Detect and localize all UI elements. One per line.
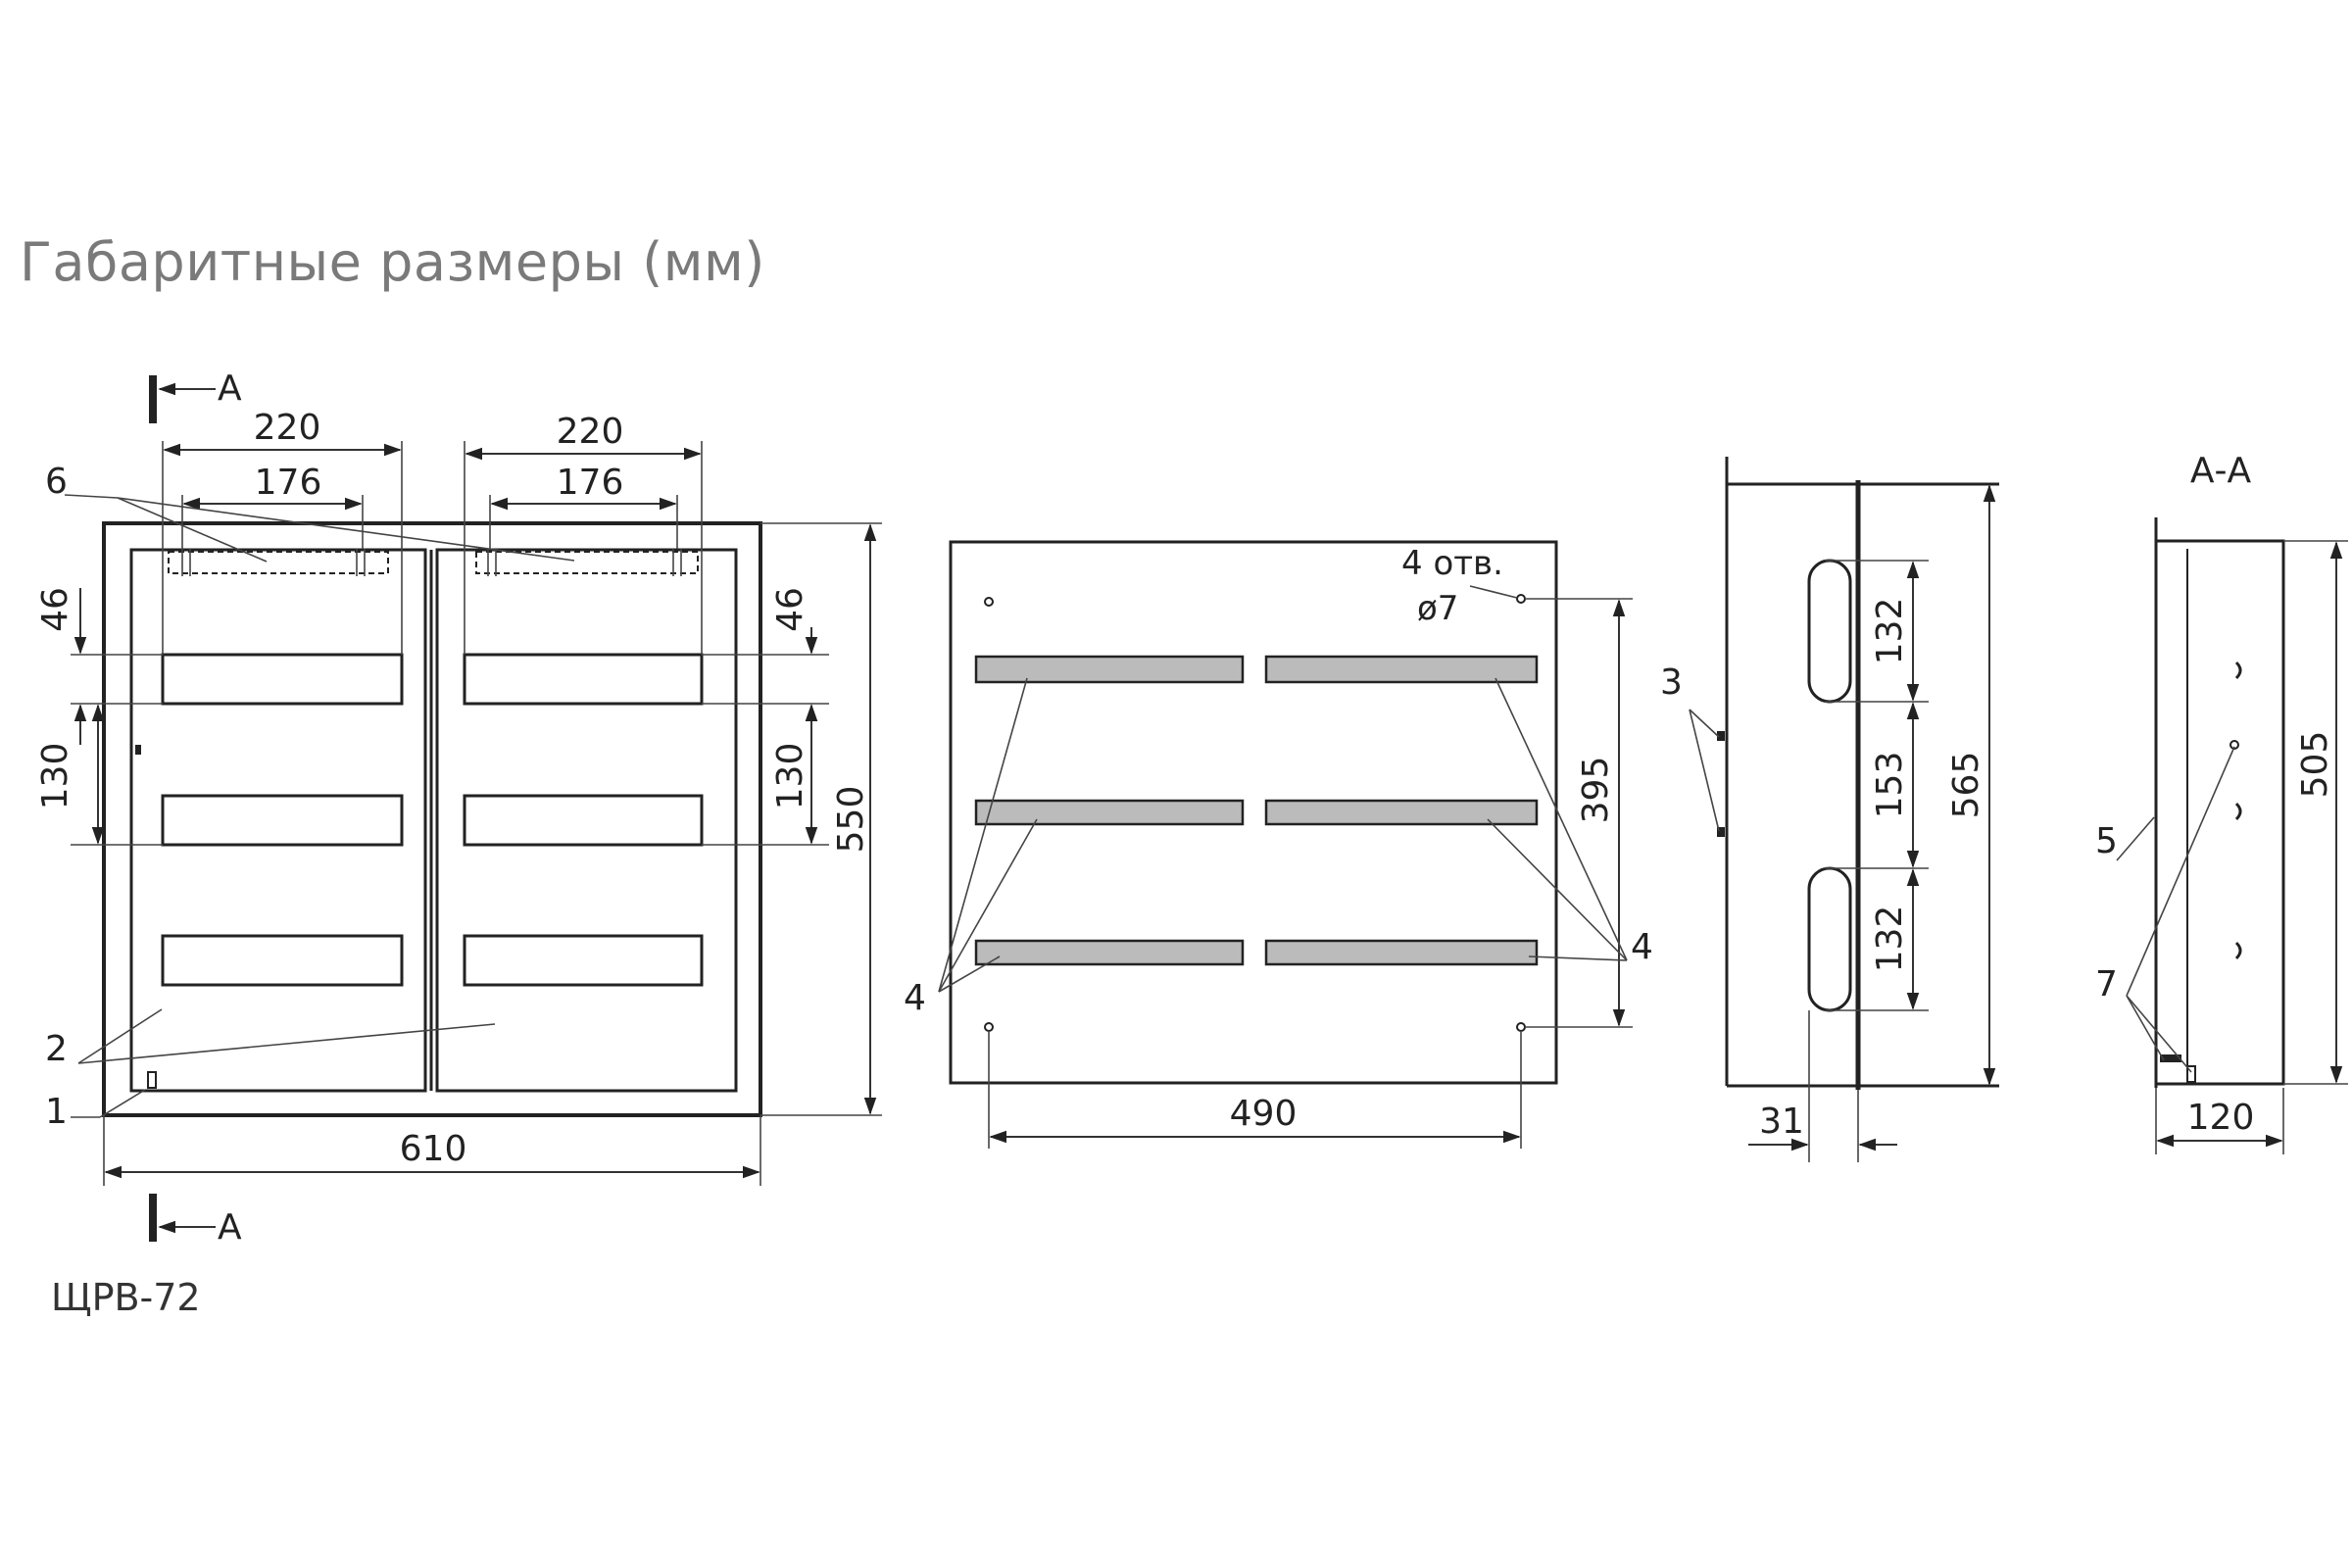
dim-section-depth: 120: [2187, 1098, 2255, 1138]
dim-row-pitch-left: 130: [35, 743, 75, 810]
section-body: [2154, 539, 2285, 1086]
slot-bottom: [1807, 866, 1852, 1012]
inner-panel-right: [435, 548, 738, 1093]
din-rail: [1264, 799, 1539, 826]
din-rail: [1264, 655, 1539, 684]
model-label: ЩРВ-72: [51, 1276, 201, 1319]
mount-hole: [984, 1022, 994, 1032]
mount-hole: [1516, 594, 1526, 604]
svg-text:6: 6: [45, 462, 68, 502]
hinge: [1717, 731, 1725, 741]
dim-mount-left: 176: [255, 463, 322, 503]
svg-text:4: 4: [904, 978, 926, 1018]
dim-section-height: 505: [2295, 731, 2335, 799]
dim-holes-pitch-h: 490: [1230, 1094, 1298, 1134]
din-rail: [974, 655, 1245, 684]
section-view: А-А 505 120 5 7: [2095, 451, 2348, 1154]
front-view: А А: [35, 368, 882, 1248]
dim-top-offset-right: 46: [770, 587, 810, 632]
dim-mount-right: 176: [557, 463, 624, 503]
dim-width: 610: [400, 1129, 467, 1169]
module-window: [161, 934, 404, 987]
section-letter-bottom: А: [218, 1207, 242, 1248]
svg-text:7: 7: [2095, 964, 2118, 1004]
dim-top-offset-left: 46: [35, 587, 75, 632]
callout-5: 5: [2095, 816, 2155, 861]
callout-1: 1: [45, 1089, 146, 1132]
back-panel: [949, 540, 1558, 1085]
inner-panel-left: [129, 548, 427, 1093]
section-marker-bottom: А: [149, 1194, 242, 1248]
holes-note-count: 4 отв.: [1401, 544, 1503, 583]
module-window: [463, 794, 704, 847]
callout-6: 6: [45, 462, 575, 563]
side-view: 132 153 132 565 31 3: [1660, 457, 1999, 1162]
drawing-title: Габаритные размеры (мм): [20, 231, 765, 293]
dim-module-width-right: 220: [557, 412, 624, 452]
hinge: [1717, 827, 1725, 837]
svg-text:2: 2: [45, 1029, 68, 1069]
dim-height: 550: [831, 786, 871, 854]
mount-hole: [984, 597, 994, 607]
svg-text:3: 3: [1660, 662, 1683, 703]
dim-holes-pitch-v: 395: [1576, 757, 1616, 824]
top-mount-right: [475, 551, 699, 574]
din-rail: [974, 799, 1245, 826]
slot-top: [1807, 559, 1852, 704]
mount-hole: [1516, 1022, 1526, 1032]
back-view: 4 отв. ø7 395 490 4 4: [904, 540, 1653, 1149]
module-window: [463, 934, 704, 987]
door-lock: [147, 1071, 157, 1089]
dim-row-pitch-right: 130: [770, 743, 810, 810]
dim-slot-top: 132: [1870, 598, 1910, 665]
svg-text:5: 5: [2095, 821, 2118, 861]
module-window: [161, 653, 404, 706]
section-letter-top: А: [218, 368, 242, 409]
module-window: [161, 794, 404, 847]
section-view-title: А-А: [2190, 451, 2252, 491]
svg-text:4: 4: [1631, 927, 1653, 967]
callout-4-right: 4: [1487, 677, 1653, 967]
dim-depth-front: 31: [1759, 1102, 1804, 1142]
svg-text:1: 1: [45, 1092, 68, 1132]
dim-module-width-left: 220: [254, 408, 321, 448]
module-window: [463, 653, 704, 706]
top-mount-left: [168, 551, 389, 574]
section-marker-top: А: [149, 368, 242, 423]
callout-4-left: 4: [904, 677, 1038, 1018]
callout-3: 3: [1660, 662, 1720, 832]
dim-side-height: 565: [1946, 752, 1986, 819]
door-latch: [135, 745, 141, 755]
din-rail: [1264, 939, 1539, 966]
dim-slot-bottom: 132: [1870, 906, 1910, 973]
dim-slot-gap: 153: [1870, 752, 1910, 819]
din-rail: [974, 939, 1245, 966]
callout-2: 2: [45, 1008, 496, 1069]
holes-note-diameter: ø7: [1417, 589, 1458, 628]
callout-7: 7: [2095, 746, 2235, 1073]
